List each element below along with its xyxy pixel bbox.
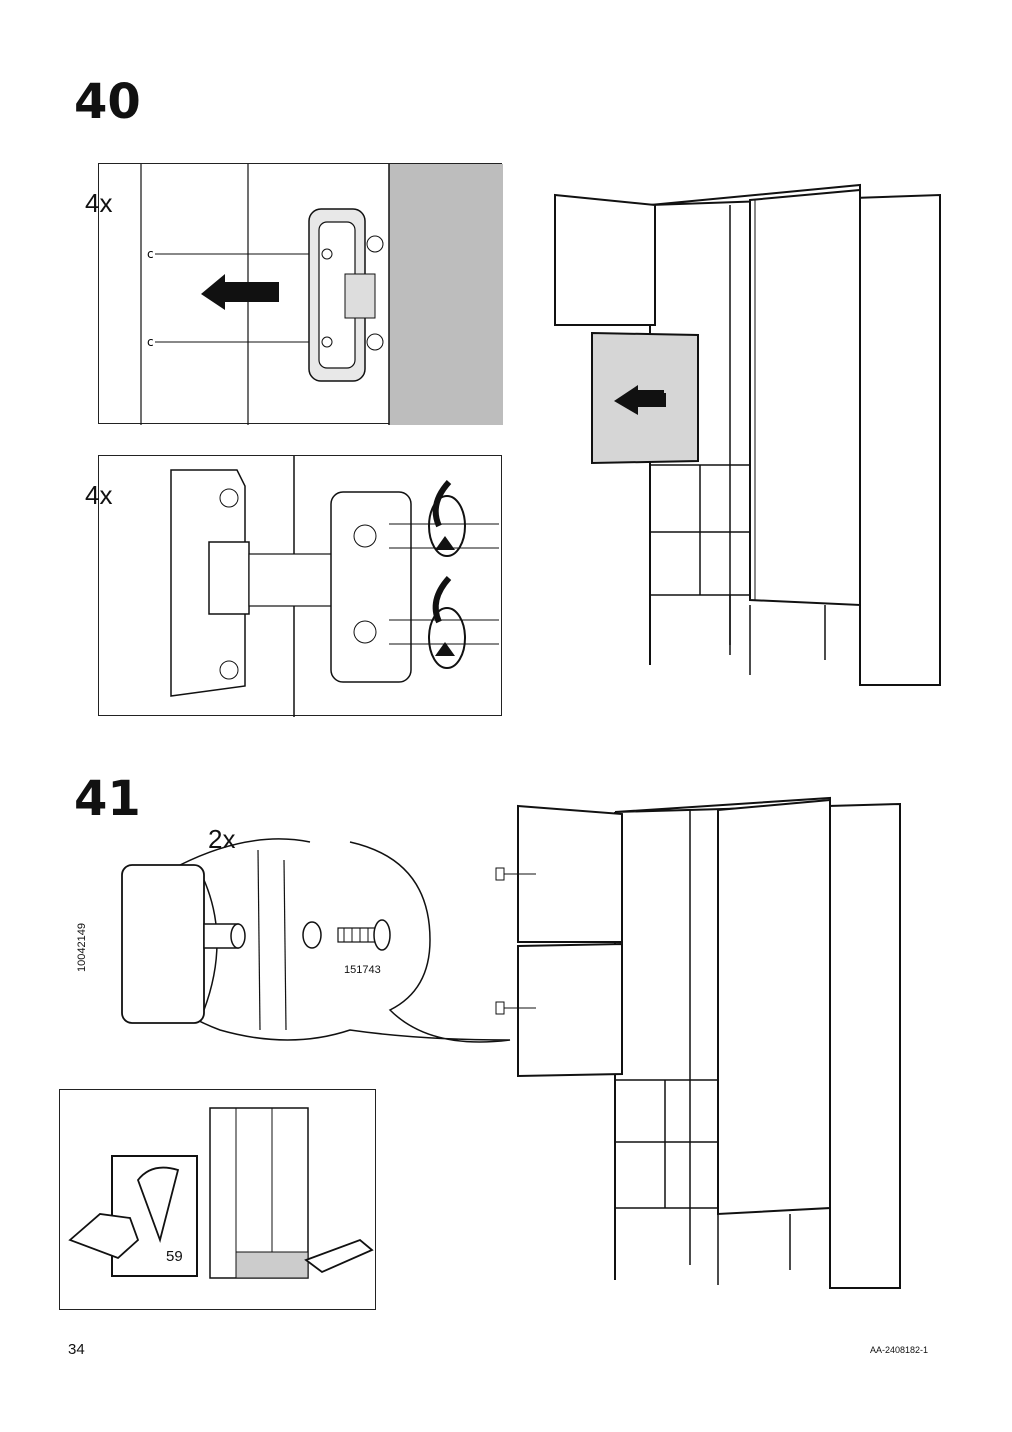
svg-text:c: c bbox=[147, 335, 154, 349]
hinge-plate-illustration: c c bbox=[140, 164, 503, 425]
quantity-label: 4x bbox=[85, 188, 113, 218]
reference-panel: 59 bbox=[59, 1089, 376, 1310]
step-number-40: 40 bbox=[74, 74, 141, 130]
hinge-screws-illustration bbox=[170, 456, 499, 717]
cabinet-overview-step-41 bbox=[495, 796, 901, 1289]
detail-panel-hinge-removal: 4x c c bbox=[85, 163, 503, 425]
document-code: AA-2408182-1 bbox=[870, 1345, 929, 1355]
detail-panel-hinge-screws: 4x bbox=[85, 455, 502, 717]
cabinet-overview-step-40 bbox=[554, 183, 941, 686]
step-number-41: 41 bbox=[74, 771, 141, 827]
reference-page-number: 59 bbox=[166, 1248, 183, 1265]
part-number-knob: 10042149 bbox=[76, 923, 88, 972]
reference-illustration bbox=[68, 1107, 374, 1279]
part-number-screw: 151743 bbox=[344, 964, 381, 976]
knob-callout-bubble bbox=[121, 838, 511, 1043]
page-number: 34 bbox=[68, 1341, 85, 1358]
callout-quantity: 2x bbox=[208, 824, 236, 854]
quantity-label: 4x bbox=[85, 480, 113, 510]
svg-text:c: c bbox=[147, 247, 154, 261]
